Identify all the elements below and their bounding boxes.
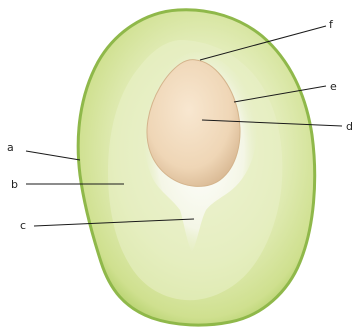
label-c-left: c: [20, 219, 26, 232]
label-a: a: [7, 141, 14, 154]
label-e: e: [330, 80, 337, 93]
label-b: b: [11, 178, 18, 191]
label-d: d: [346, 120, 353, 133]
